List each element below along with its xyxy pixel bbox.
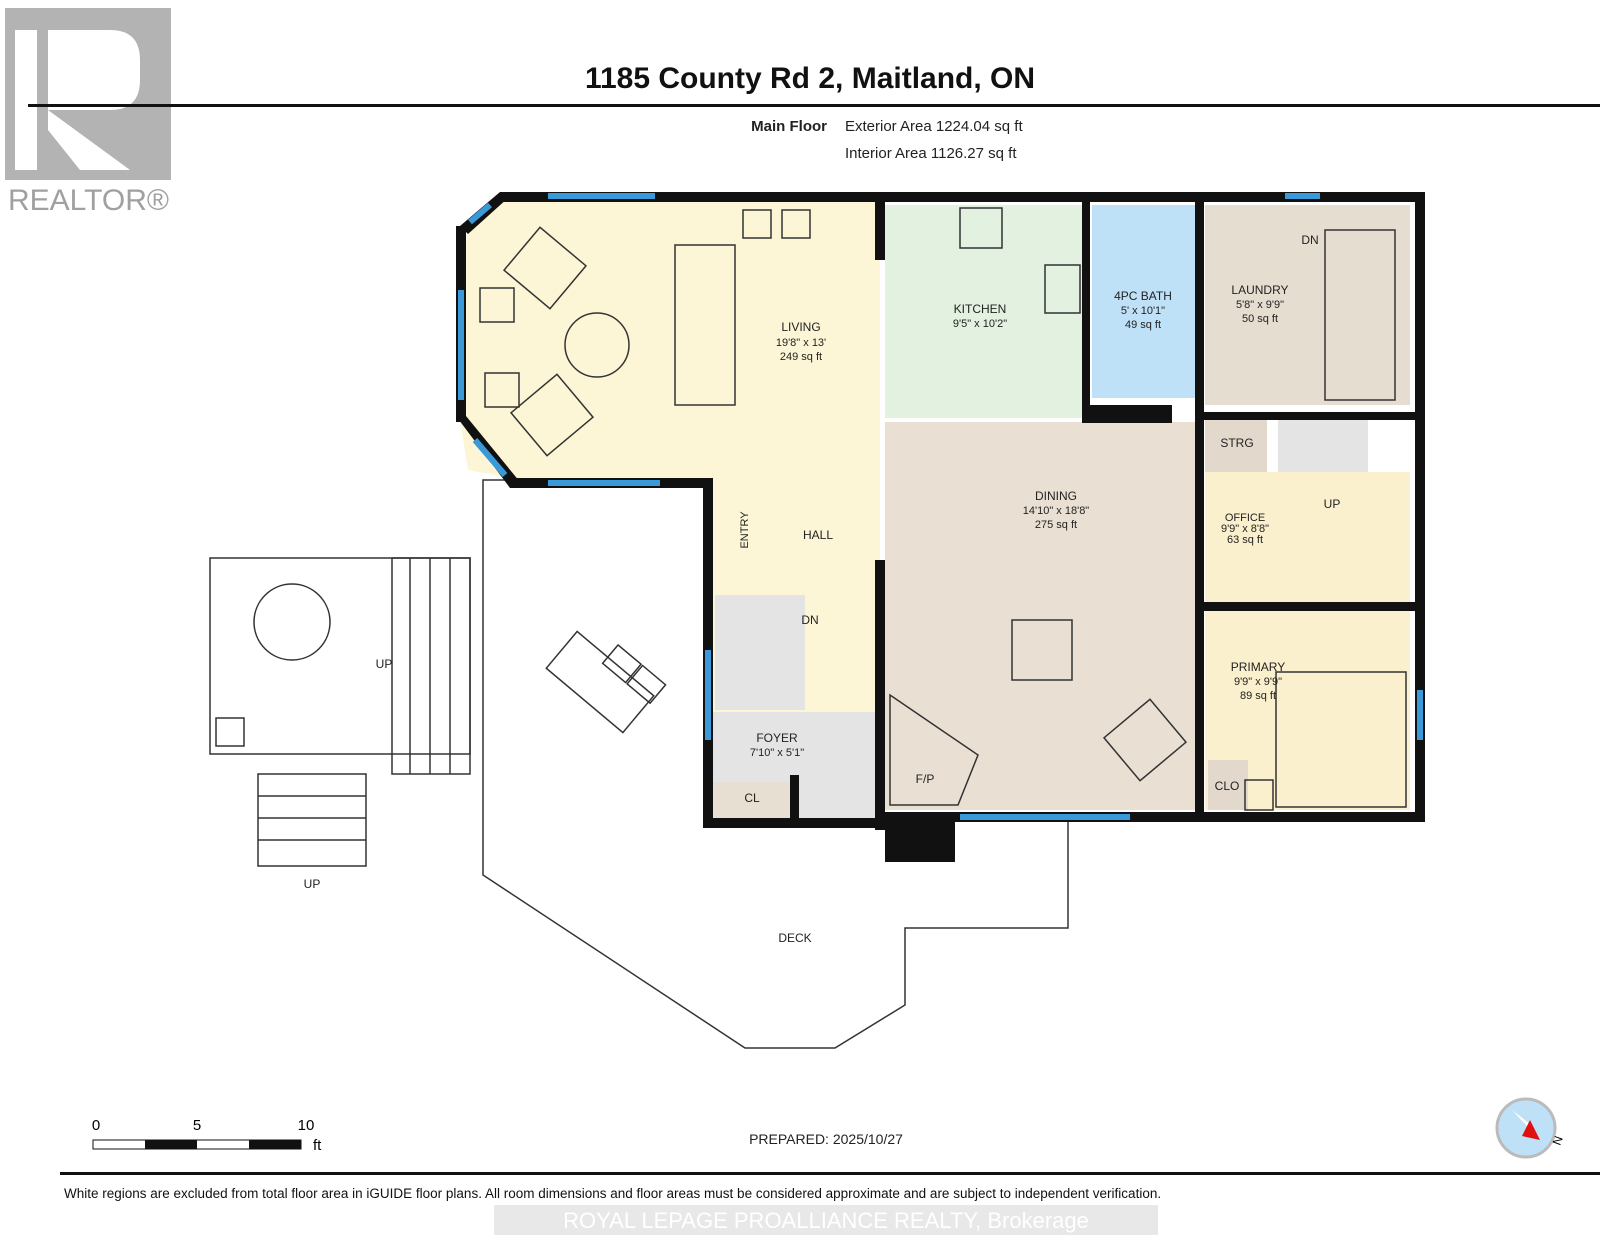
dining-dims: 14'10" x 18'8" — [1023, 505, 1090, 517]
room-dining — [885, 422, 1197, 810]
primary-area: 89 sq ft — [1240, 690, 1276, 702]
entry-name: ENTRY — [739, 511, 751, 549]
room-strg — [1205, 420, 1267, 472]
windows — [458, 193, 1423, 820]
primary-dims: 9'9" x 9'9" — [1234, 676, 1282, 688]
clo-name: CLO — [1215, 779, 1240, 793]
realtor-logo: REALTOR® — [5, 8, 171, 217]
scale-tick-0: 0 — [92, 1117, 100, 1134]
bath-dims: 5' x 10'1" — [1121, 305, 1165, 317]
floor-name: Main Floor — [751, 118, 827, 135]
dining-area: 275 sq ft — [1035, 519, 1077, 531]
hall-stairs — [715, 595, 805, 710]
deck-stairs-up-label: UP — [304, 877, 321, 891]
scale-unit: ft — [313, 1137, 322, 1154]
scale-tick-10: 10 — [298, 1117, 315, 1134]
room-office — [1205, 472, 1410, 602]
prepared-date: PREPARED: 2025/10/27 — [749, 1131, 903, 1147]
hall-name: HALL — [803, 528, 833, 542]
living-area: 249 sq ft — [780, 351, 822, 363]
deck-label: DECK — [778, 931, 811, 945]
laundry-area: 50 sq ft — [1242, 313, 1278, 325]
hall-dn-label: DN — [801, 613, 818, 627]
brokerage: ROYAL LEPAGE PROALLIANCE REALTY, Brokera… — [563, 1208, 1089, 1233]
room-laundry — [1205, 205, 1410, 405]
page-title: 1185 County Rd 2, Maitland, ON — [585, 62, 1035, 95]
exterior-area: Exterior Area 1224.04 sq ft — [845, 118, 1023, 135]
office-name: OFFICE — [1225, 512, 1265, 524]
primary-name: PRIMARY — [1231, 660, 1285, 674]
office-up-label: UP — [1324, 497, 1341, 511]
kitchen-dims: 9'5" x 10'2" — [953, 318, 1007, 330]
room-labels: LIVING 19'8" x 13' 249 sq ft KITCHEN 9'5… — [739, 233, 1340, 805]
office-dims: 9'9" x 8'8" — [1221, 523, 1269, 535]
laundry-name: LAUNDRY — [1231, 283, 1288, 297]
deck: UP UP DECK — [209, 479, 1069, 1049]
cl-name: CL — [744, 791, 760, 805]
fp-name: F/P — [916, 772, 935, 786]
living-dims: 19'8" x 13' — [776, 337, 826, 349]
disclaimer: White regions are excluded from total fl… — [64, 1186, 1161, 1201]
compass-north-label: N — [1550, 1134, 1566, 1147]
scale-bar: 0 5 10 ft — [92, 1117, 322, 1154]
laundry-dn-label: DN — [1301, 233, 1318, 247]
kitchen-name: KITCHEN — [954, 302, 1007, 316]
deck-up-label: UP — [376, 657, 393, 671]
room-clo — [1208, 760, 1248, 810]
office-stairs — [1278, 420, 1368, 475]
foyer-dims: 7'10" x 5'1" — [750, 747, 804, 759]
compass-icon: N — [1495, 1097, 1566, 1159]
strg-name: STRG — [1220, 436, 1253, 450]
brokerage-banner — [494, 1205, 1158, 1235]
laundry-dims: 5'8" x 9'9" — [1236, 299, 1284, 311]
realtor-logo-text: REALTOR® — [8, 184, 169, 217]
interior-area: Interior Area 1126.27 sq ft — [845, 145, 1017, 162]
scale-tick-5: 5 — [193, 1117, 201, 1134]
bath-name: 4PC BATH — [1114, 289, 1172, 303]
office-area: 63 sq ft — [1227, 534, 1263, 546]
bath-area: 49 sq ft — [1125, 319, 1161, 331]
header-divider — [28, 104, 1600, 107]
foyer-name: FOYER — [756, 731, 798, 745]
living-name: LIVING — [781, 320, 820, 334]
furniture — [479, 207, 1407, 811]
footer-divider — [60, 1172, 1600, 1175]
dining-name: DINING — [1035, 489, 1077, 503]
room-kitchen — [885, 205, 1085, 418]
room-bath — [1092, 205, 1197, 398]
room-cl — [712, 782, 792, 820]
